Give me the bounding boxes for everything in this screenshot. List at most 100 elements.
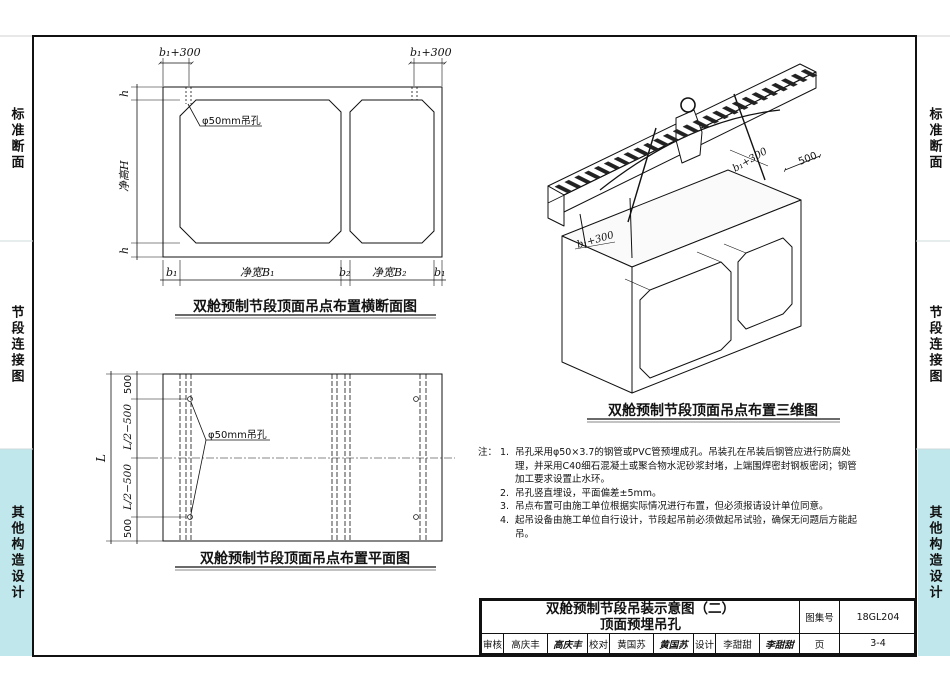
dim-h-top-label: h bbox=[118, 90, 131, 97]
beam-slat bbox=[741, 96, 759, 106]
note-item: 1. 吊孔采用φ50×3.7的钢管或PVC管预埋成孔。吊装孔在吊装后钢管应进行防腐… bbox=[500, 446, 863, 487]
view-3d-title: 双舱预制节段顶面吊点布置三维图 bbox=[608, 402, 818, 419]
title-block: 双舱预制节段吊装示意图（二） 顶面预埋吊孔 图集号 18GL204 审核 高庆丰… bbox=[479, 598, 918, 656]
review-label: 审核 bbox=[481, 633, 504, 654]
cable-right bbox=[733, 93, 766, 181]
beam-slat bbox=[593, 166, 611, 175]
beam-slat bbox=[652, 138, 670, 147]
plan-dim-bottom-label: 500 bbox=[123, 519, 134, 538]
plan-hole-leader-bottom bbox=[190, 439, 207, 515]
box-cell-left bbox=[639, 261, 732, 379]
beam-grating bbox=[554, 69, 818, 193]
left-tab-other-structure[interactable]: 其他构造设计 bbox=[0, 449, 32, 656]
plan-hole-label: φ50mm吊孔 bbox=[208, 429, 267, 441]
beam-slat bbox=[643, 142, 660, 152]
beam-slat bbox=[702, 115, 720, 124]
left-tab-other-structure-label: 其他构造设计 bbox=[8, 504, 24, 601]
right-cell-outline bbox=[349, 99, 435, 244]
note-text: 吊孔采用φ50×3.7的钢管或PVC管预埋成孔。吊装孔在吊装后钢管应进行防腐处理… bbox=[515, 447, 857, 486]
note-text: 吊点布置可由施工单位根据实际情况进行布置，但必须报请设计单位同意。 bbox=[515, 501, 829, 513]
right-tab-other-structure-label: 其他构造设计 bbox=[926, 504, 942, 601]
dim-3d-500-label: 500 bbox=[797, 150, 819, 167]
note-item: 4. 起吊设备由施工单位自行设计，节段起吊前必须做起吊试验，确保无问题后方能起吊。 bbox=[500, 514, 863, 541]
note-item: 3. 吊点布置可由施工单位根据实际情况进行布置，但必须报请设计单位同意。 bbox=[500, 500, 863, 514]
beam-slat bbox=[584, 170, 601, 180]
beam-slat bbox=[721, 106, 739, 115]
note-number: 1. bbox=[500, 447, 510, 458]
chain-back bbox=[629, 197, 633, 259]
beam-slat bbox=[751, 92, 769, 101]
plan-outline bbox=[162, 373, 443, 542]
dim-3d-ba-line bbox=[574, 241, 616, 250]
beam-slat bbox=[623, 152, 641, 161]
beam-slat bbox=[554, 184, 572, 193]
dim-top-right-label: b₁+300 bbox=[410, 46, 452, 59]
dim-height-label: 净高H bbox=[118, 160, 131, 192]
cross-section-outline bbox=[162, 86, 443, 258]
designer-name: 李甜甜 bbox=[715, 633, 760, 654]
plan-dim-total-label: L bbox=[94, 454, 108, 463]
atlas-label: 图集号 bbox=[799, 600, 841, 634]
right-tab-other-structure[interactable]: 其他构造设计 bbox=[918, 449, 950, 656]
beam-slat bbox=[771, 82, 788, 92]
drawing-title-line1: 双舱预制节段吊装示意图（二） bbox=[546, 601, 735, 618]
right-tab-segment-connection-label: 节段连接图 bbox=[926, 305, 942, 385]
dim-b1-right-label: b₁ bbox=[434, 266, 445, 279]
beam-slat bbox=[603, 161, 621, 170]
checker-name: 黄国苏 bbox=[609, 633, 654, 654]
beam-slat bbox=[662, 133, 680, 143]
plan-dim-lower-label: L/2−500 bbox=[122, 464, 134, 511]
beam-slat bbox=[790, 73, 808, 83]
beam-end-face bbox=[547, 185, 565, 227]
beam-slat bbox=[800, 69, 818, 78]
left-tab-segment-connection[interactable]: 节段连接图 bbox=[0, 241, 32, 449]
dim-h-bottom-label: h bbox=[118, 247, 131, 254]
note-number: 4. bbox=[500, 514, 510, 526]
box-cell-depth-3 bbox=[723, 243, 747, 254]
beam-slat bbox=[633, 147, 651, 156]
dim-width-b2-label: 净宽B₂ bbox=[372, 266, 407, 279]
beam-slat bbox=[780, 78, 798, 87]
drawing-border bbox=[32, 35, 917, 657]
beam-slat bbox=[761, 87, 779, 96]
chain-front bbox=[579, 213, 587, 249]
dim-b1-left-label: b₁ bbox=[166, 266, 177, 279]
right-tab-standard-section-label: 标准断面 bbox=[926, 106, 942, 171]
dim-3d-ab-line bbox=[729, 149, 769, 167]
hook-ring bbox=[680, 97, 696, 113]
beam-slat bbox=[731, 101, 749, 110]
note-number: 3. bbox=[500, 501, 510, 513]
reviewer-signature: 高庆丰 bbox=[547, 633, 588, 654]
left-tab-standard-section-label: 标准断面 bbox=[8, 106, 24, 171]
dim-500-line bbox=[783, 153, 822, 173]
plan-hole-tl bbox=[187, 396, 193, 402]
plan-view-drawing bbox=[106, 371, 455, 571]
beam-slat bbox=[712, 110, 729, 120]
hole-leader-cross bbox=[187, 103, 262, 127]
note-text: 吊孔竖直埋设，平面偏差±5mm。 bbox=[515, 487, 662, 499]
designer-signature: 李甜甜 bbox=[758, 633, 801, 654]
plan-dim-top-label: 500 bbox=[123, 375, 134, 394]
beam-slat bbox=[672, 129, 690, 138]
cross-section-drawing bbox=[131, 58, 447, 319]
note-text: 起吊设备由施工单位自行设计，节段起吊前必须做起吊试验，确保无问题后方能起吊。 bbox=[515, 514, 858, 540]
left-tab-segment-connection-label: 节段连接图 bbox=[8, 305, 24, 385]
cross-section-labels: b₁+300 b₁+300 φ50mm吊孔 h 净高H h b₁ 净宽B₁ b₂… bbox=[118, 46, 452, 315]
plan-hole-tr bbox=[413, 396, 419, 402]
check-label: 校对 bbox=[587, 633, 610, 654]
dim-width-b1-label: 净宽B₁ bbox=[240, 266, 275, 279]
drawing-title-line2: 顶面预埋吊孔 bbox=[600, 617, 681, 633]
plan-view-title: 双舱预制节段顶面吊点布置平面图 bbox=[200, 550, 410, 567]
left-tab-standard-section[interactable]: 标准断面 bbox=[0, 36, 32, 241]
dim-3d-b1-300-a-label: b₁+300 bbox=[731, 146, 770, 175]
beam-slat bbox=[613, 156, 631, 166]
atlas-number: 18GL204 bbox=[839, 600, 918, 634]
beam-slat bbox=[692, 119, 710, 129]
box-cell-depth-2 bbox=[696, 251, 722, 263]
right-tab-segment-connection[interactable]: 节段连接图 bbox=[918, 241, 950, 449]
beam-slat bbox=[682, 124, 700, 133]
box-cell-depth-1 bbox=[624, 278, 651, 291]
checker-signature: 黄国苏 bbox=[653, 633, 694, 654]
right-tab-standard-section[interactable]: 标准断面 bbox=[918, 36, 950, 241]
